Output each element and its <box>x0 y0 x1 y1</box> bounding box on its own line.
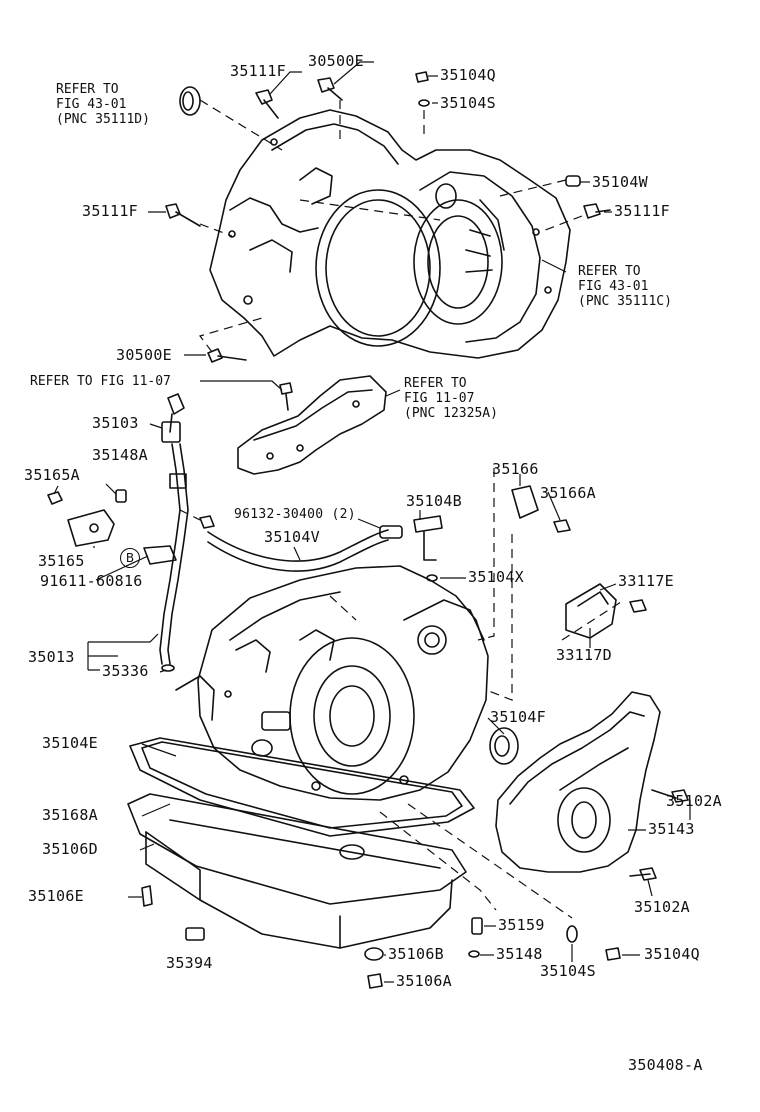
part-label-35148: 35148 <box>496 945 543 963</box>
side-cover <box>495 691 661 873</box>
part-label-35104q-bottom: 35104Q <box>644 945 700 963</box>
part-label-30500e-left: 30500E <box>116 346 172 364</box>
part-label-35104f: 35104F <box>490 708 546 726</box>
part-label-35336: 35336 <box>102 662 149 680</box>
reference-note-fig43-right: REFER TO FIG 43-01 (PNC 35111C) <box>578 264 672 309</box>
part-label-30500e-top: 30500E <box>308 52 364 70</box>
ref-line: FIG 43-01 <box>578 279 649 294</box>
part-label-35166a: 35166A <box>540 484 596 502</box>
reference-note-fig43-top: REFER TO FIG 43-01 (PNC 35111D) <box>56 82 150 127</box>
part-label-35394: 35394 <box>166 954 213 972</box>
part-label-35103: 35103 <box>92 414 139 432</box>
part-label-35111f-left: 35111F <box>82 202 138 220</box>
leader-lines <box>53 61 691 983</box>
part-label-35104e: 35104E <box>42 734 98 752</box>
part-label-35143: 35143 <box>648 820 695 838</box>
ref-line: FIG 43-01 <box>56 97 127 112</box>
oil-pan <box>127 737 475 949</box>
part-label-35165: 35165 <box>38 552 85 570</box>
part-label-35104q-top: 35104Q <box>440 66 496 84</box>
reference-note-fig11-block: REFER TO FIG 11-07 (PNC 12325A) <box>404 376 498 421</box>
alignment-dashes <box>179 99 625 919</box>
part-label-35102a-bottom: 35102A <box>634 898 690 916</box>
ref-line: REFER TO FIG 11-07 <box>30 374 171 389</box>
part-label-35159: 35159 <box>498 916 545 934</box>
part-label-35104x: 35104X <box>468 568 524 586</box>
part-label-35104s-bottom: 35104S <box>540 962 596 980</box>
small-parts <box>47 71 689 989</box>
diagram-id: 350408-A <box>628 1056 703 1074</box>
part-label-35106e: 35106E <box>28 887 84 905</box>
part-label-35106b: 35106B <box>388 945 444 963</box>
part-label-35104s-top: 35104S <box>440 94 496 112</box>
part-label-35106a: 35106A <box>396 972 452 990</box>
part-label-35106d: 35106D <box>42 840 98 858</box>
ref-line: REFER TO <box>56 82 119 97</box>
part-label-35104b: 35104B <box>406 492 462 510</box>
part-label-33117e: 33117E <box>618 572 674 590</box>
part-label-35111f-top: 35111F <box>230 62 286 80</box>
part-label-91611-60816: 91611-60816 <box>40 572 143 590</box>
ref-line: FIG 11-07 <box>404 391 475 406</box>
part-label-33117d: 33117D <box>556 646 612 664</box>
part-label-35166: 35166 <box>492 460 539 478</box>
heat-shield <box>237 375 387 475</box>
part-label-35013: 35013 <box>28 648 75 666</box>
transaxle-case <box>175 565 489 801</box>
ref-line: REFER TO <box>578 264 641 279</box>
reference-note-fig11-line: REFER TO FIG 11-07 <box>30 374 171 389</box>
part-label-35148a: 35148A <box>92 446 148 464</box>
part-label-96132-30400: 96132-30400 (2) <box>234 507 356 522</box>
ref-line: (PNC 35111D) <box>56 112 150 127</box>
part-label-35168a: 35168A <box>42 806 98 824</box>
dipstick-assembly <box>159 393 189 672</box>
part-label-35165a: 35165A <box>24 466 80 484</box>
ref-line: REFER TO <box>404 376 467 391</box>
part-label-35104w: 35104W <box>592 173 648 191</box>
ref-line: (PNC 35111C) <box>578 294 672 309</box>
part-label-35102a-top: 35102A <box>666 792 722 810</box>
transaxle-housing <box>209 109 571 359</box>
circled-marker-b: B <box>120 548 140 568</box>
ref-line: (PNC 12325A) <box>404 406 498 421</box>
part-label-35111f-right: 35111F <box>614 202 670 220</box>
part-label-35104v: 35104V <box>264 528 320 546</box>
